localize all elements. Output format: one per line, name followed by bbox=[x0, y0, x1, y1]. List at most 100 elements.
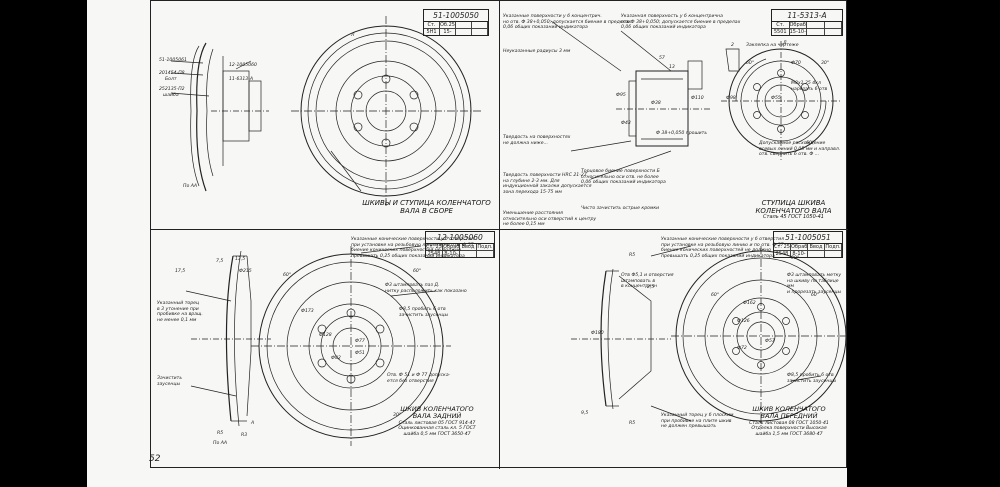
dimension: Ф173 bbox=[301, 309, 314, 314]
dimension: Ф77 bbox=[355, 339, 365, 344]
caption-material: Сталь листовая 08 ГОСТ 1050-41 bbox=[749, 420, 829, 426]
view-label: По АА bbox=[183, 184, 198, 189]
caption-line: ШКИВЫ И СТУПИЦА КОЛЕНЧАТОГО bbox=[362, 199, 491, 207]
spec-note: Заклепка на чертеже bbox=[746, 43, 799, 48]
caption-material: шайба 1,5 мм ГОСТ 3680-47 bbox=[755, 431, 823, 437]
dimension: Ф95 bbox=[616, 93, 626, 98]
doc-number: 51-1005050 bbox=[424, 10, 488, 22]
dimension: Ф162 bbox=[743, 301, 756, 306]
dimension: Ф215 bbox=[239, 269, 252, 274]
caption-material: шайба 0,5 мм ГОСТ 3650-47 bbox=[403, 431, 471, 437]
dimension: Ф51 bbox=[355, 351, 365, 356]
caption-line: ВАЛА В СБОРЕ bbox=[400, 207, 453, 216]
section-marker: Л bbox=[351, 33, 355, 38]
caption-line: СТУПИЦА ШКИВА bbox=[761, 199, 826, 207]
callout-label: 252135-П2 bbox=[159, 87, 185, 92]
callout-label: Болт bbox=[165, 77, 177, 82]
caption-line: ВАЛА ПЕРЕДНИЙ bbox=[760, 412, 818, 421]
caption-material: Отделка поверхности Высокая bbox=[751, 426, 827, 432]
caption-line: ВАЛА ЗАДНИЙ bbox=[412, 412, 462, 421]
dimension: Ф57 bbox=[765, 339, 775, 344]
dimension: Ф180 bbox=[591, 331, 604, 336]
dimension: 13,5 bbox=[235, 257, 246, 262]
rear-pulley-section bbox=[185, 250, 271, 427]
caption-tl: ШКИВЫ И СТУПИЦА КОЛЕНЧАТОГО ВАЛА В СБОРЕ bbox=[359, 199, 494, 215]
spec-note: Зачистить заусенцы bbox=[157, 376, 183, 387]
dimension: 2 bbox=[731, 43, 734, 48]
horizontal-divider bbox=[151, 229, 848, 230]
dimension: Ф126 bbox=[737, 319, 750, 324]
callout-label: 51-1005061 bbox=[159, 58, 187, 63]
spec-note: Ф8,5 пробить 6 отв зачистить заусенцы bbox=[399, 307, 449, 318]
spec-note: Ф 38+0,050 прошить bbox=[656, 131, 708, 136]
technical-drawings bbox=[170, 16, 847, 446]
spec-note: Отв Ф5,1 и отверстия штамповать в в конц… bbox=[621, 273, 674, 290]
front-pulley-front-view bbox=[671, 246, 847, 426]
spec-note: Указанный торец в 3 утонение при пробивк… bbox=[157, 301, 203, 324]
dimension: Ф43 bbox=[621, 121, 631, 126]
dimension: R5 bbox=[629, 421, 636, 426]
spec-note: Указанный торец у б плоским при пробивке… bbox=[661, 413, 734, 430]
vertical-divider bbox=[499, 1, 500, 469]
spec-note: Неуказанные радиусы 3 мм bbox=[503, 49, 571, 54]
doc-number: 11-5313-А bbox=[772, 10, 842, 22]
dimension: 30° bbox=[791, 256, 800, 261]
spec-note: Указанные поверхности у б концентрич. но… bbox=[503, 14, 632, 31]
spec-note: Отв. Ф 51 и Ф 77 допуска- ется без отвер… bbox=[387, 373, 451, 384]
spec-note: Допускаемое расхождение осевых линий 0,0… bbox=[759, 141, 841, 158]
view-label: По АА bbox=[213, 441, 228, 446]
spec-note: Ф8,5 пробить 6 отв зачистить заусенцы bbox=[787, 373, 837, 384]
page-number: 52 bbox=[149, 454, 161, 464]
dimension: Ф82 bbox=[331, 356, 341, 361]
dimension: 13 bbox=[669, 65, 675, 70]
dimension: R5 bbox=[629, 253, 636, 258]
spec-note: Торцовое биение поверхности Б относитель… bbox=[581, 169, 666, 186]
spec-note: Указанные конические поверхности у б отв… bbox=[661, 237, 785, 260]
dimension: А bbox=[251, 421, 255, 426]
spec-note: Указанная поверхность у б концентрична о… bbox=[621, 14, 741, 31]
dimension: 60° bbox=[283, 273, 292, 278]
dimension: 9,5 bbox=[581, 411, 589, 416]
hub-section bbox=[550, 20, 740, 180]
spec-note: Ф3 штамповать паз Д. нитку расположить к… bbox=[385, 283, 467, 294]
dimension: 7,5 bbox=[216, 259, 224, 264]
caption-br: ШКИВ КОЛЕНЧАТОГО ВАЛА ПЕРЕДНИЙ Сталь лис… bbox=[733, 405, 845, 437]
dimension: R5 bbox=[217, 431, 224, 436]
hub-front-view bbox=[721, 41, 841, 161]
dimension: Д bbox=[783, 41, 787, 46]
dimension: 17,5 bbox=[175, 269, 186, 274]
caption-material: Сталь 45 ГОСТ 1050-41 bbox=[763, 214, 824, 221]
dimension: 30° bbox=[393, 413, 402, 418]
spec-note: Чисто зачистить острые кромки bbox=[581, 206, 660, 211]
dimension: 60° bbox=[806, 141, 815, 146]
dimension: 60° bbox=[413, 269, 422, 274]
spec-note: Твердость поверхности HRC 21-27 на глуби… bbox=[503, 173, 592, 196]
dimension: 60° bbox=[711, 293, 720, 298]
spec-note: М8х1,25 4кл нарезать 6 отв bbox=[791, 81, 828, 92]
caption-line: ШКИВ КОЛЕНЧАТОГО bbox=[400, 405, 474, 413]
callout-label: 201454-П8 bbox=[159, 71, 185, 76]
spec-note: Уменьшение расстояния относительно оси о… bbox=[503, 211, 597, 228]
callout-label: шайба bbox=[163, 93, 179, 98]
callout-label: 12-1005060 bbox=[229, 63, 257, 68]
rear-pulley-front-view bbox=[251, 245, 451, 446]
dimension: 60° bbox=[746, 61, 755, 66]
dimension: Ф72 bbox=[737, 346, 747, 351]
dimension: Ф128 bbox=[319, 333, 332, 338]
dimension: R3 bbox=[241, 433, 248, 438]
dimension: 2,5 bbox=[647, 285, 655, 290]
front-pulley-section bbox=[571, 245, 692, 422]
doc-number: 12-1005060 bbox=[426, 232, 494, 244]
caption-tr: СТУПИЦА ШКИВА КОЛЕНЧАТОГО ВАЛА Сталь 45 … bbox=[741, 199, 846, 221]
spec-note: Твердость на поверхностях не должна ниже… bbox=[503, 135, 571, 146]
